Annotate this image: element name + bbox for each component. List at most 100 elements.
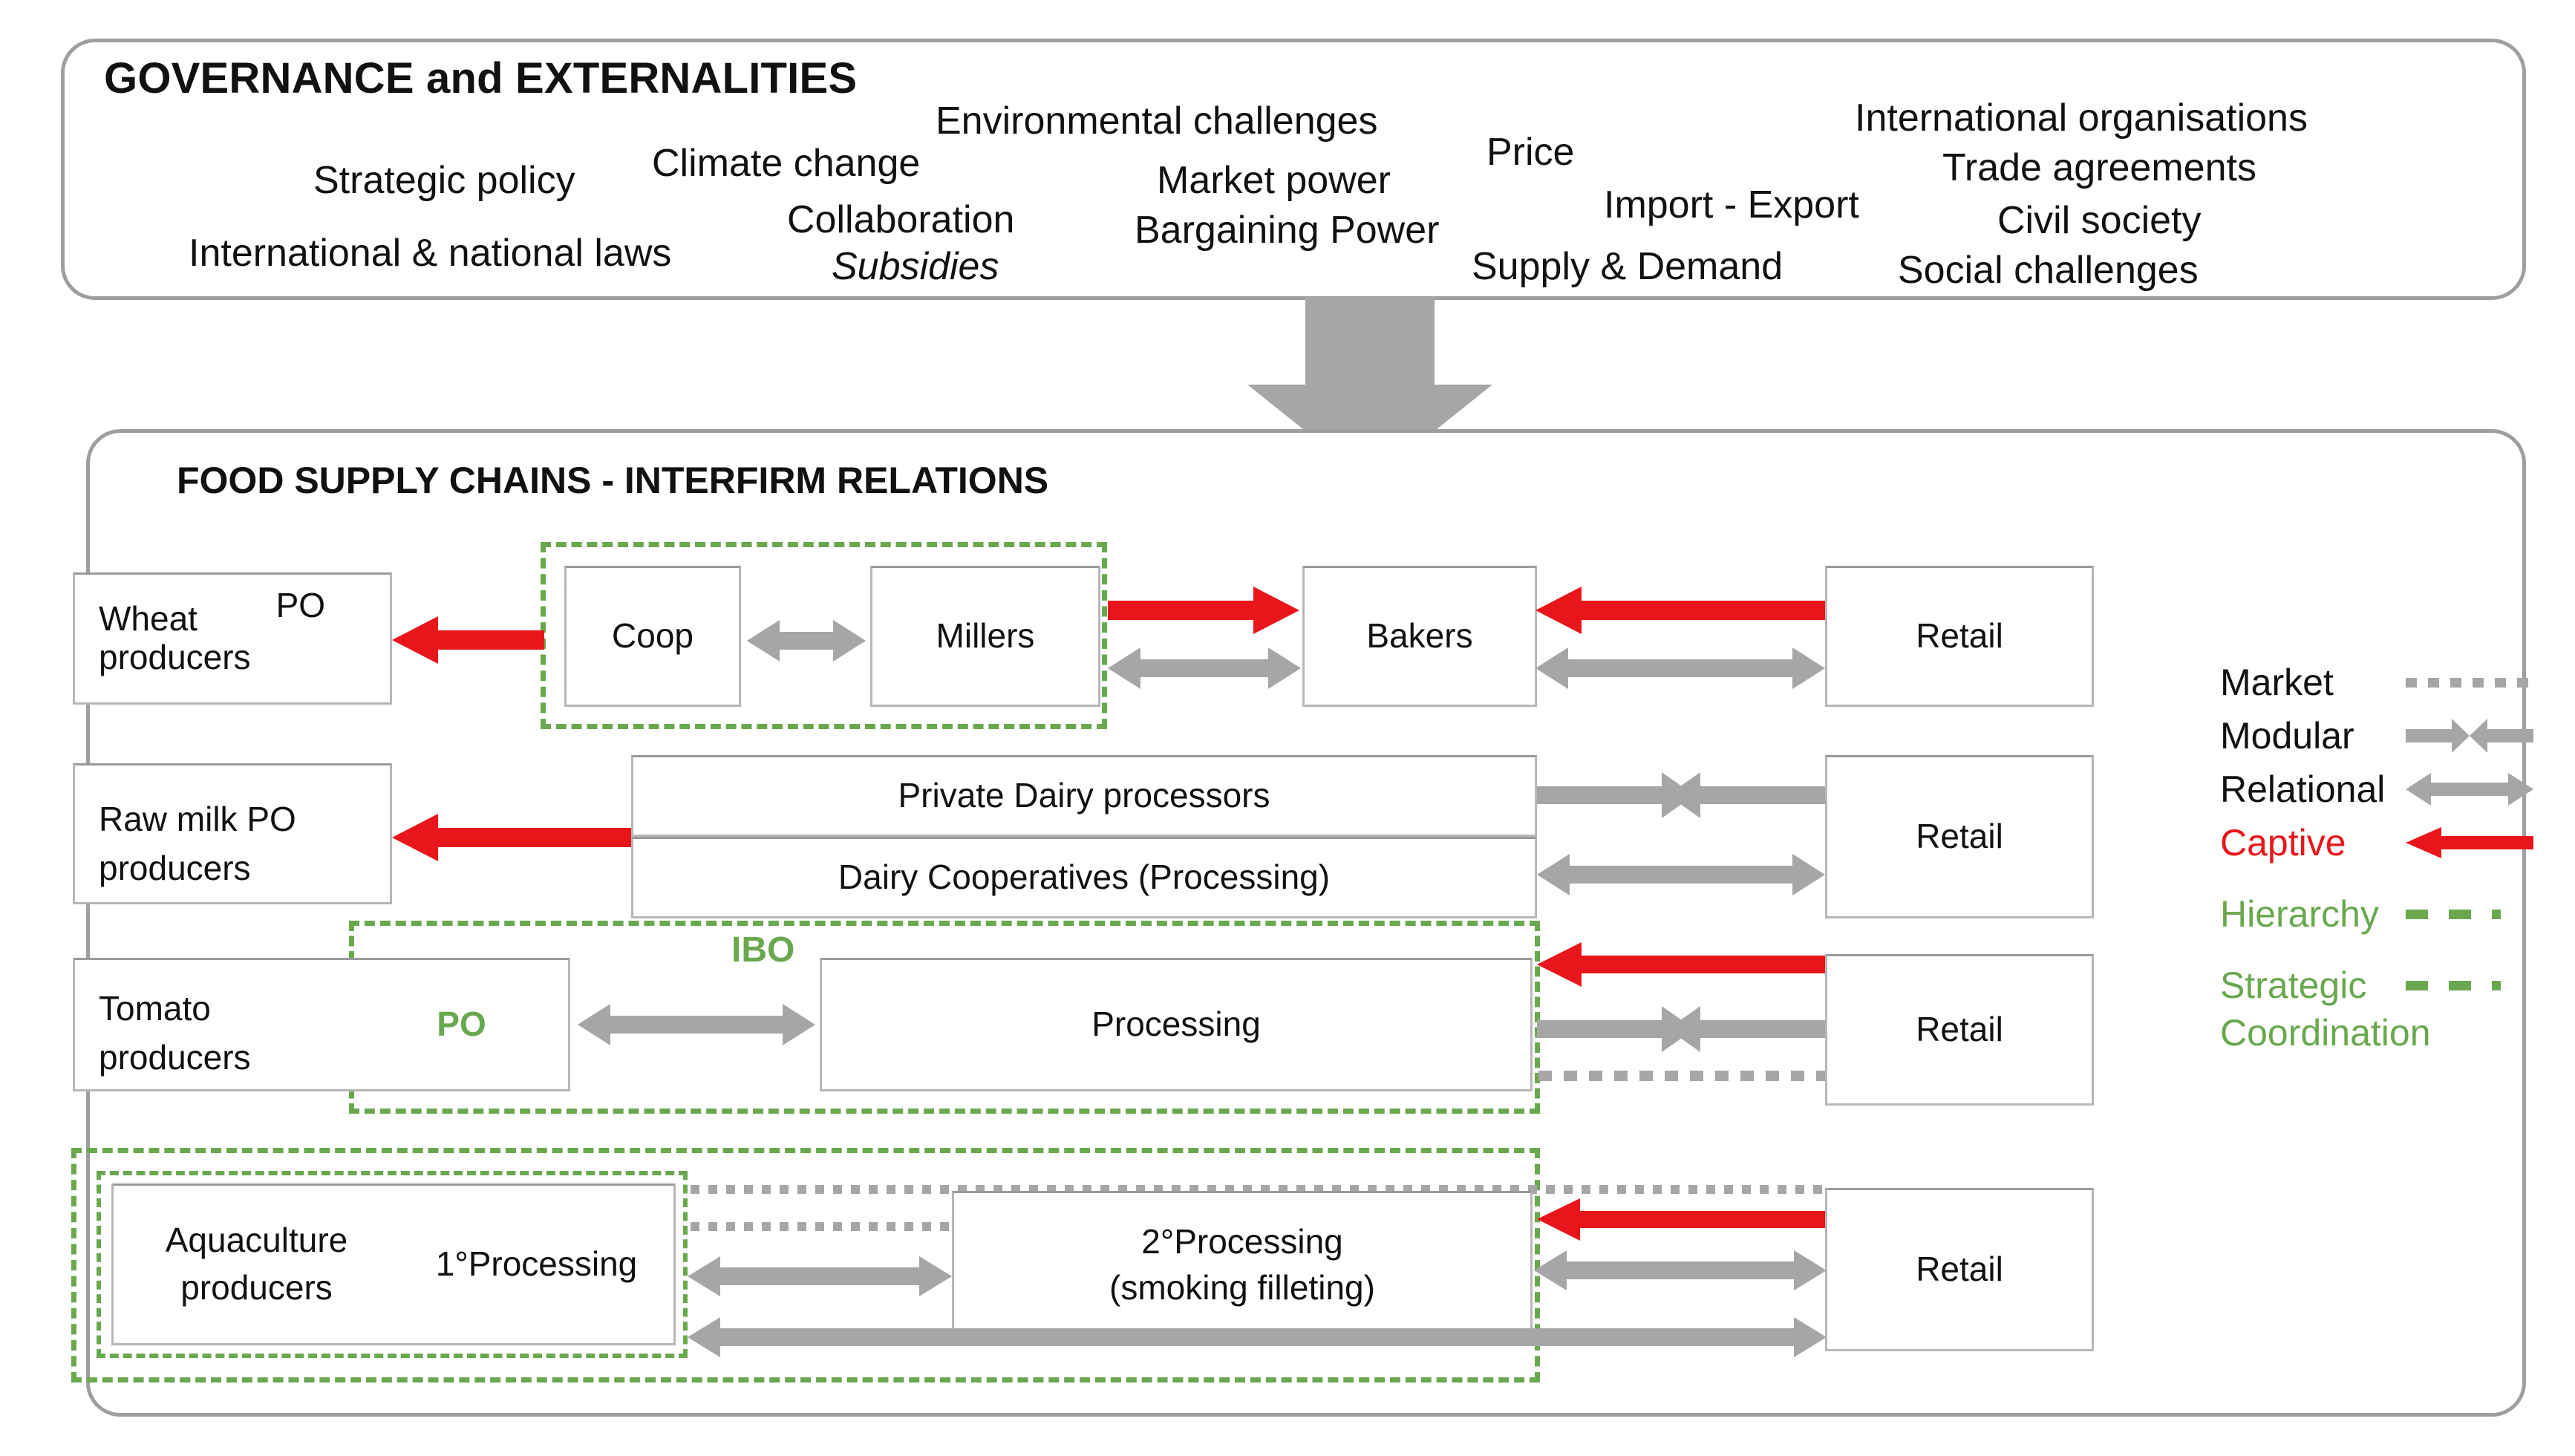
box-milk-producers-line1: Raw milk PO [99,800,296,839]
legend-label-captive: Captive [2220,822,2346,864]
box-retail-tomato: Retail [1825,954,2094,1106]
link-captive-retail-to-proc2 [1537,1195,1827,1243]
box-dairy-cooperatives-label: Dairy Cooperatives (Processing) [838,858,1331,897]
box-milk-producers: Raw milk PO producers [73,763,392,904]
box-first-processing-label: 1°Processing [435,1244,638,1284]
box-retail-tomato-label: Retail [1916,1010,2003,1049]
legend-label-modular: Modular [2220,715,2354,757]
link-captive-dairy-to-milk [392,811,631,864]
governance-word: Price [1486,130,1575,174]
box-wheat-producers: Wheat producers PO [73,572,392,705]
box-aqua-producers-line2: producers [180,1268,333,1307]
box-second-processing-line1: 2°Processing [1141,1222,1343,1261]
link-captive-retail-to-tomato [1537,939,1827,990]
hierarchy-frame-aqua-inner [97,1171,688,1358]
box-dairy-cooperatives: Dairy Cooperatives (Processing) [631,837,1537,918]
box-tomato-po-label: PO [437,1005,486,1044]
box-private-dairy-processors: Private Dairy processors [631,755,1537,837]
link-modular-tomato-retail [1537,1006,1825,1052]
market-dotted-icon [2406,677,2532,688]
governance-word: Strategic policy [313,159,575,202]
box-millers-label: Millers [936,616,1035,656]
legend-label-relational: Relational [2220,768,2386,810]
box-private-dairy-label: Private Dairy processors [898,776,1270,815]
governance-word: Social challenges [1898,248,2199,292]
box-milk-producers-line2: producers [99,849,251,887]
governance-word: Bargaining Power [1135,208,1440,252]
legend-row-captive: Captive [2220,821,2533,864]
box-tomato-producers: Tomato producers [73,958,355,1091]
box-first-processing: 1°Processing [399,1184,676,1345]
legend-row-market: Market [2220,661,2532,704]
link-relational-proc2-retail [1534,1249,1827,1292]
box-tomato-processing-label: Processing [1091,1005,1261,1044]
box-second-processing: 2°Processing (smoking filleting) [952,1191,1533,1339]
legend-row-coordination: Coordination [2220,1011,2431,1054]
box-retail-dairy: Retail [1825,755,2094,918]
legend-row-modular: Modular [2220,714,2533,757]
box-tomato-processing: Processing [820,958,1533,1091]
box-coop: Coop [564,566,741,707]
box-bakers: Bakers [1302,566,1537,707]
governance-word: International & national laws [189,232,672,275]
link-relational-bakers-retail [1535,646,1825,691]
governance-word: Market power [1157,159,1391,202]
governance-word: Import - Export [1604,183,1859,227]
link-relational-po-processing [578,1002,815,1047]
link-relational-millers-bakers [1108,646,1301,691]
box-tomato-po: PO [355,958,570,1091]
link-market-proc1-proc2 [691,1222,949,1231]
governance-word: International organisations [1855,97,2308,140]
box-coop-label: Coop [612,616,693,656]
supply-chain-panel-title: FOOD SUPPLY CHAINS - INTERFIRM RELATIONS [177,460,1049,501]
governance-word: Supply & Demand [1472,244,1783,288]
link-captive-retail-to-bakers [1535,584,1825,637]
box-retail-aqua-label: Retail [1916,1250,2003,1289]
box-wheat-producers-line2: producers [99,638,251,676]
wheat-po-label: PO [275,586,326,624]
governance-word: Subsidies [832,244,999,288]
downward-flow-arrow [1247,297,1492,483]
relational-arrow-icon [2406,772,2533,806]
box-wheat-producers-line1: Wheat [99,599,198,639]
governance-word: Trade agreements [1942,146,2256,189]
legend: Market Modular Relational Capt [2220,661,2539,1077]
box-retail-dairy-label: Retail [1916,817,2003,856]
governance-word: Civil society [1997,199,2202,243]
box-tomato-producers-line2: producers [99,1038,251,1077]
link-market-tomato-retail [1538,1071,1827,1081]
box-millers: Millers [870,566,1100,707]
link-captive-millers-to-bakers [1108,584,1299,637]
box-aqua-producers-line1: Aquaculture [165,1221,348,1260]
box-retail-wheat: Retail [1825,566,2094,707]
box-tomato-producers-line1: Tomato [99,989,211,1028]
link-relational-dairycoop-retail [1537,852,1825,897]
box-second-processing-line2: (smoking filleting) [1109,1268,1375,1307]
link-relational-aqua-retail-long [688,1316,1827,1359]
strategic-frame-aqua-outer [71,1148,1540,1382]
ibo-label: IBO [731,930,795,970]
legend-label-hierarchy: Hierarchy [2220,893,2379,935]
governance-word: Environmental challenges [936,99,1378,143]
box-retail-aqua: Retail [1825,1188,2094,1351]
captive-arrow-icon [2406,826,2533,860]
legend-label-coordination: Coordination [2220,1012,2431,1054]
modular-arrow-icon [2406,719,2533,753]
link-relational-coop-millers [747,618,866,663]
legend-label-strategic: Strategic [2220,964,2367,1006]
link-captive-coop-to-wheat [392,613,544,667]
link-relational-proc1-proc2 [688,1255,952,1298]
link-modular-dairy-retail [1537,772,1825,818]
hierarchy-dashed-icon [2406,909,2501,919]
box-bakers-label: Bakers [1366,616,1473,656]
box-aquaculture-producers: Aquaculture producers [111,1184,399,1345]
box-retail-wheat-label: Retail [1916,616,2003,656]
governance-word: Climate change [652,142,921,186]
governance-word: Collaboration [787,197,1015,241]
legend-row-relational: Relational [2220,768,2533,811]
legend-row-strategic: Strategic [2220,964,2501,1007]
governance-panel-title: GOVERNANCE and EXTERNALITIES [104,54,858,102]
governance-panel [61,39,2526,300]
legend-label-market: Market [2220,662,2334,703]
